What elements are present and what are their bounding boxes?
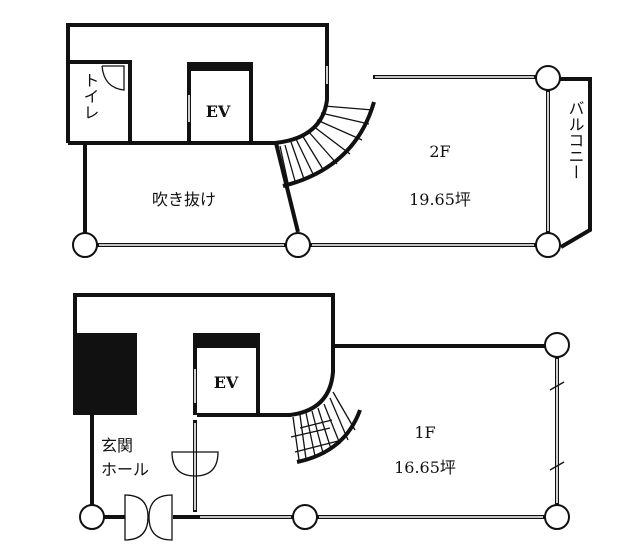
staircase-2f bbox=[279, 101, 376, 188]
void-label: 吹き抜け bbox=[152, 190, 216, 209]
column bbox=[544, 332, 570, 358]
floor-plan-1f: EV 玄関 ホール 1F 16.65坪 bbox=[73, 293, 570, 541]
ev-shaft-block-1f bbox=[195, 333, 258, 348]
column bbox=[292, 504, 318, 530]
entrance-door-icon bbox=[124, 494, 173, 541]
ev-shaft-block-2f bbox=[189, 62, 251, 71]
column bbox=[79, 504, 105, 530]
floor-title-2f: 2F bbox=[429, 142, 450, 161]
column bbox=[535, 65, 561, 91]
column bbox=[72, 232, 98, 258]
floor-area-2f: 19.65坪 bbox=[409, 190, 471, 209]
windows-2f bbox=[97, 75, 550, 247]
column bbox=[285, 232, 311, 258]
storage-block bbox=[75, 333, 137, 415]
windows-1f bbox=[104, 357, 565, 519]
toilet-walls bbox=[68, 60, 132, 143]
balcony-wall bbox=[559, 77, 592, 249]
staircase-1f bbox=[290, 391, 362, 464]
balcony-label: バルコニー bbox=[566, 100, 585, 180]
entrance-hall-label-line2: ホール bbox=[101, 460, 149, 479]
stair-wall-2f bbox=[274, 142, 300, 233]
core-walls-1f bbox=[73, 293, 335, 417]
floor-plan-2f: トイレ EV 吹き抜け 2F 19.65坪 バルコニー bbox=[66, 23, 592, 258]
ev-label-2f: EV bbox=[206, 102, 231, 121]
toilet-door-icon bbox=[101, 65, 125, 91]
toilet-label: トイレ bbox=[81, 72, 100, 120]
core-walls-2f bbox=[66, 23, 329, 145]
floor-title-1f: 1F bbox=[414, 423, 435, 442]
column bbox=[535, 232, 561, 258]
floor-area-1f: 16.65坪 bbox=[394, 458, 456, 477]
column bbox=[544, 504, 570, 530]
hall-door-icon bbox=[171, 451, 219, 477]
entrance-hall-label-line1: 玄関 bbox=[101, 436, 133, 455]
ev-label-1f: EV bbox=[214, 373, 239, 392]
